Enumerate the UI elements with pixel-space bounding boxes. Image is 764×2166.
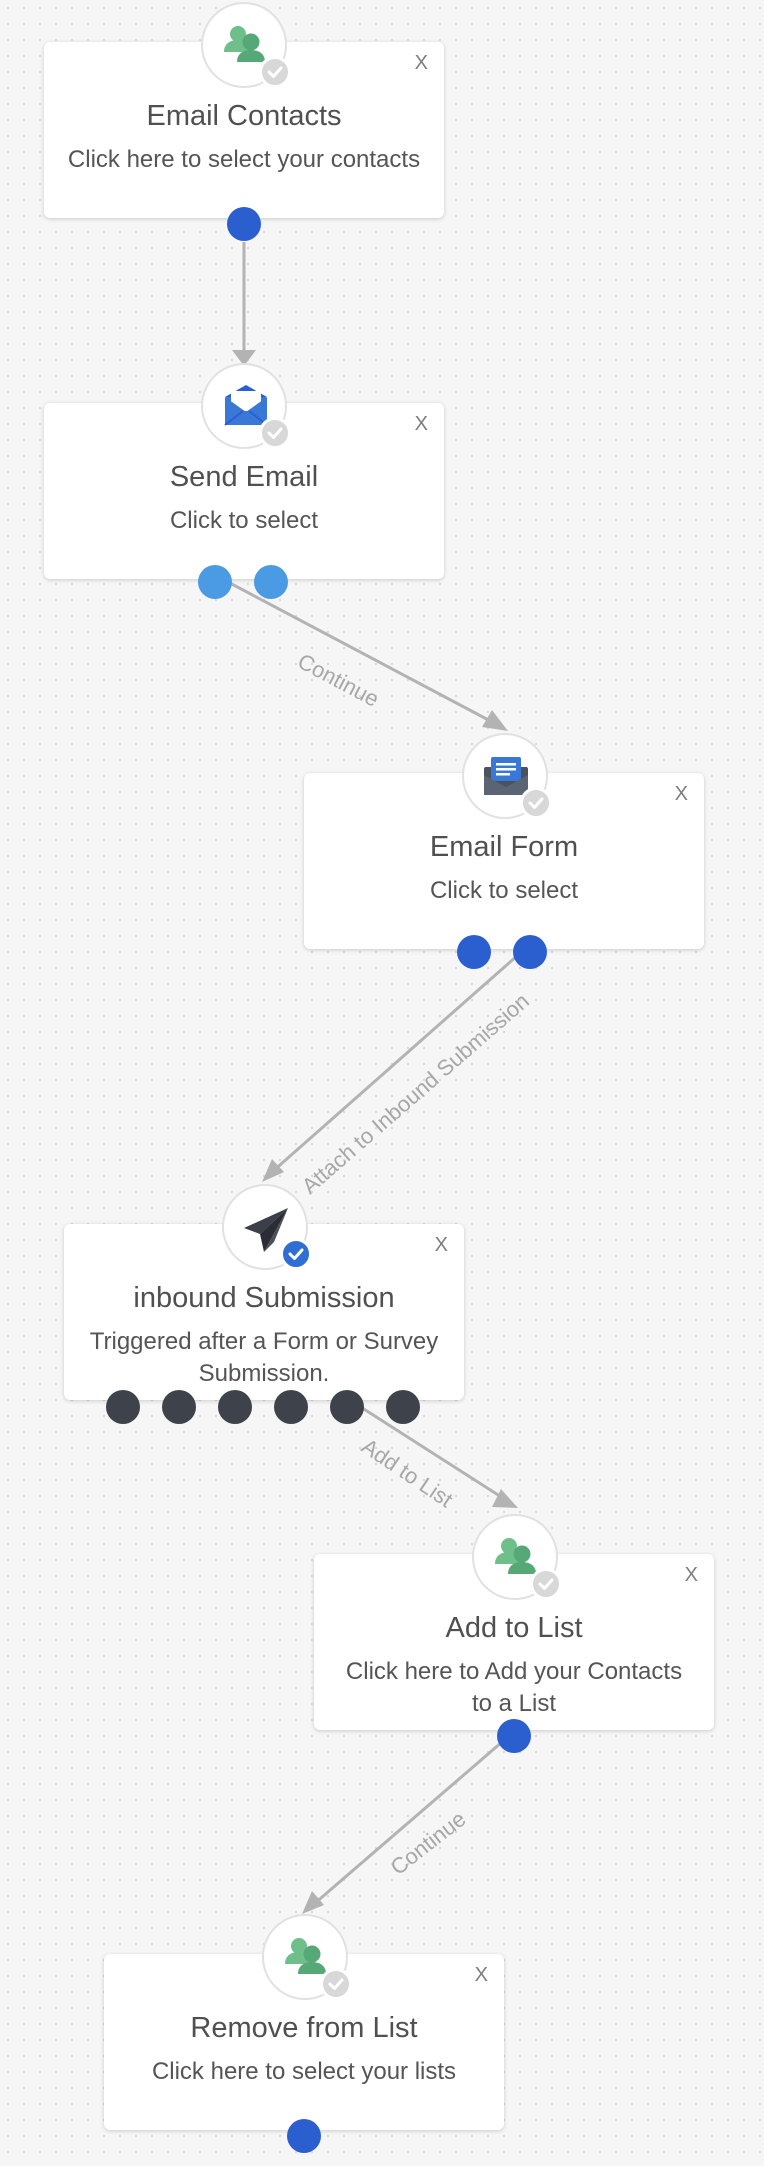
close-button[interactable]: X [684, 1564, 698, 1586]
output-port[interactable] [457, 935, 491, 969]
node-title: Email Contacts [146, 100, 342, 132]
edge-label-continue-1: Continue [294, 648, 384, 711]
node-icon-circle [472, 1514, 562, 1600]
node-subtitle[interactable]: Click here to Add your Contacts to a Lis… [345, 1658, 683, 1717]
edge-email-form-to-inbound[interactable] [271, 953, 519, 1174]
check-badge-icon [530, 1568, 562, 1600]
edge-send-email-to-email-form[interactable] [227, 580, 497, 726]
arrowhead [262, 1159, 284, 1182]
output-port[interactable] [227, 207, 261, 241]
node-icon-circle [262, 1914, 352, 2000]
close-button[interactable]: X [474, 1964, 488, 1986]
output-port[interactable] [513, 935, 547, 969]
output-port[interactable] [497, 1719, 531, 1753]
node-title: Add to List [445, 1612, 583, 1644]
edge-label-attach-to-inbound: Attach to Inbound Submission [297, 988, 534, 1199]
node-icon-circle [201, 363, 291, 449]
node-title: Email Form [429, 831, 579, 863]
close-button[interactable]: X [414, 52, 428, 74]
node-subtitle[interactable]: Triggered after a Form or Survey Submiss… [89, 1328, 439, 1387]
node-title: Remove from List [190, 2012, 418, 2044]
close-button[interactable]: X [674, 783, 688, 805]
output-port[interactable] [162, 1390, 196, 1424]
edge-add-to-list-to-remove[interactable] [313, 1740, 503, 1906]
contacts-icon [224, 26, 265, 62]
output-port[interactable] [198, 565, 232, 599]
check-badge-icon [259, 417, 291, 449]
form-envelope-icon [484, 757, 528, 795]
output-port[interactable] [274, 1390, 308, 1424]
contacts-icon [495, 1538, 536, 1574]
node-icon-circle [462, 733, 552, 819]
node-title: inbound Submission [133, 1282, 395, 1314]
close-button[interactable]: X [414, 413, 428, 435]
paper-plane-icon [244, 1208, 288, 1252]
output-port[interactable] [218, 1390, 252, 1424]
node-subtitle[interactable]: Click here to select your contacts [67, 146, 421, 173]
output-port[interactable] [287, 2119, 321, 2153]
check-badge-icon [280, 1238, 312, 1270]
output-port[interactable] [106, 1390, 140, 1424]
check-badge-icon [320, 1968, 352, 2000]
arrowhead [482, 710, 508, 731]
node-subtitle[interactable]: Click here to select your lists [151, 2058, 457, 2085]
node-icon-circle [201, 2, 291, 88]
node-icon-circle [222, 1184, 312, 1270]
node-title: Send Email [169, 461, 319, 493]
check-badge-icon [520, 787, 552, 819]
output-port[interactable] [254, 565, 288, 599]
node-add-to-list[interactable]: X Add to List Click here to Add your Con… [314, 1554, 714, 1730]
output-port[interactable] [330, 1390, 364, 1424]
node-subtitle[interactable]: Click to select [429, 877, 579, 904]
contacts-icon [285, 1938, 326, 1974]
edge-label-add-to-list: Add to List [357, 1433, 457, 1512]
node-subtitle[interactable]: Click to select [169, 507, 319, 534]
check-badge-icon [259, 56, 291, 88]
close-button[interactable]: X [434, 1234, 448, 1256]
envelope-icon [224, 385, 268, 426]
arrowhead [492, 1489, 518, 1508]
output-port[interactable] [386, 1390, 420, 1424]
edge-label-continue-2: Continue [386, 1806, 471, 1880]
arrowhead [302, 1891, 324, 1914]
edge-inbound-to-add-to-list[interactable] [355, 1402, 507, 1502]
